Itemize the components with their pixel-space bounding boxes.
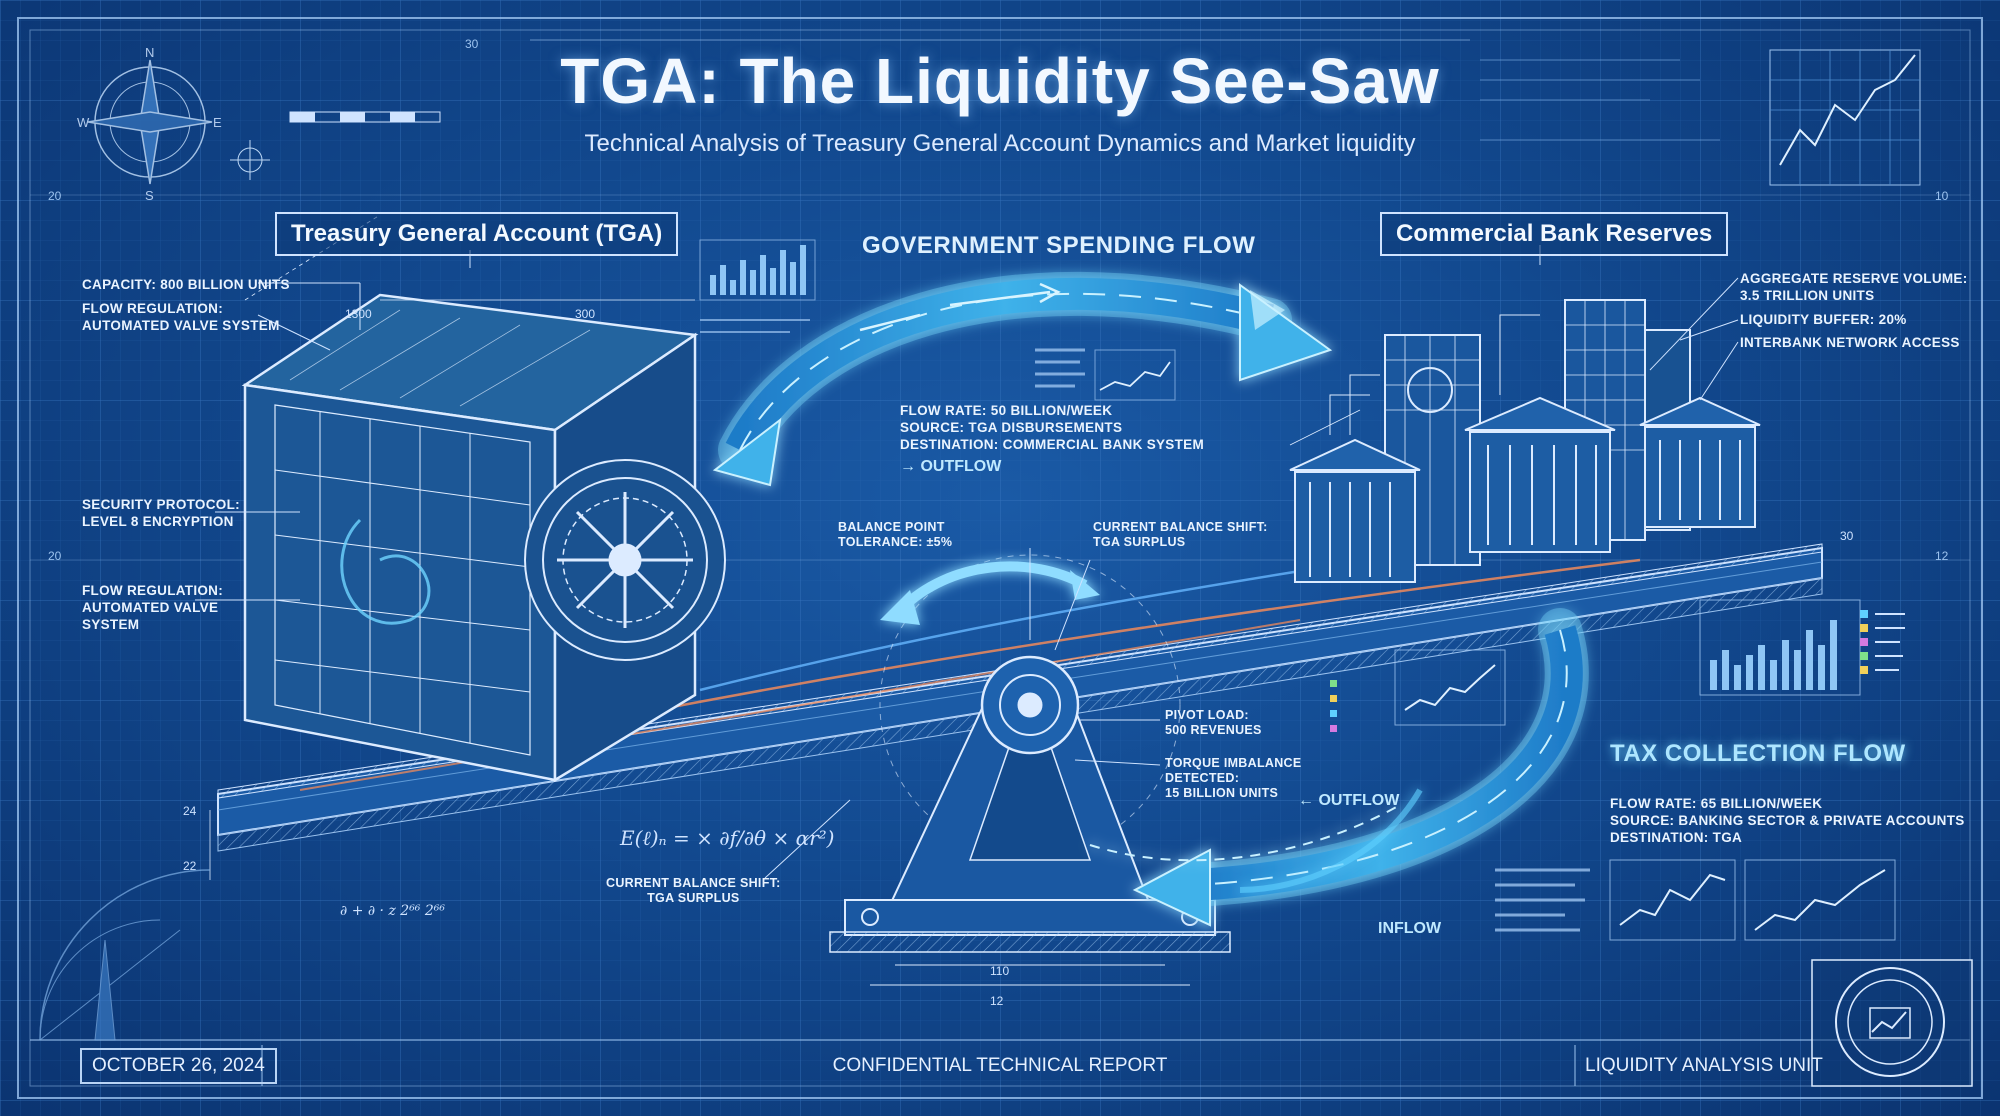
svg-text:E: E bbox=[213, 115, 222, 130]
balance-point-tolerance: TOLERANCE: ±5% bbox=[838, 535, 953, 549]
torque-imbalance-detected: DETECTED: bbox=[1165, 771, 1240, 785]
tax-collection-flow-arrow bbox=[1132, 608, 1589, 927]
tax-flow-source: SOURCE: BANKING SECTOR & PRIVATE ACCOUNT… bbox=[1610, 813, 1965, 828]
svg-text:10: 10 bbox=[1935, 189, 1949, 203]
tax-inflow-tag: INFLOW bbox=[1378, 920, 1442, 937]
seal-emblem-icon bbox=[1811, 959, 1973, 1087]
svg-text:20: 20 bbox=[48, 549, 62, 563]
tga-flow-regulation-2-value: AUTOMATED VALVE bbox=[82, 600, 219, 615]
government-spending-flow-arrow bbox=[712, 271, 1333, 487]
balance-shift-label: CURRENT BALANCE SHIFT: bbox=[1093, 520, 1268, 534]
bank-reserves-label: Commercial Bank Reserves bbox=[1380, 212, 1729, 256]
tga-flow-regulation: FLOW REGULATION: AUTOMATED VALVE SYSTEM bbox=[82, 300, 280, 334]
svg-text:24: 24 bbox=[183, 804, 197, 818]
svg-text:S: S bbox=[145, 188, 154, 203]
spending-flow-destination: DESTINATION: COMMERCIAL BANK SYSTEM bbox=[900, 437, 1204, 452]
bank-reserve-volume-value: 3.5 TRILLION UNITS bbox=[1740, 288, 1875, 303]
torque-imbalance-value: 15 BILLION UNITS bbox=[1165, 786, 1279, 800]
mini-bar-chart-top-center bbox=[699, 239, 816, 333]
torque-imbalance-note: TORQUE IMBALANCE DETECTED: 15 BILLION UN… bbox=[1165, 756, 1302, 801]
spending-outflow-tag: → OUTFLOW bbox=[900, 458, 1002, 475]
svg-text:22: 22 bbox=[183, 859, 197, 873]
spending-flow-rate: FLOW RATE: 50 BILLION/WEEK bbox=[900, 403, 1113, 418]
tax-flow-rate: FLOW RATE: 65 BILLION/WEEK bbox=[1610, 796, 1823, 811]
bank-liquidity-buffer: LIQUIDITY BUFFER: 20% bbox=[1740, 312, 1907, 327]
svg-text:12: 12 bbox=[1935, 549, 1949, 563]
edge-dimension-marks: 20 20 10 12 bbox=[48, 189, 1949, 563]
balance-shift-note-lower: CURRENT BALANCE SHIFT: TGA SURPLUS bbox=[606, 876, 781, 906]
mini-line-chart-center-right bbox=[1330, 649, 1506, 732]
inner-frame bbox=[29, 29, 1971, 1087]
balance-point-note: BALANCE POINT TOLERANCE: ±5% bbox=[838, 520, 952, 550]
small-spending-arrows bbox=[859, 282, 1061, 332]
tga-label: Treasury General Account (TGA) bbox=[275, 212, 679, 256]
bottom-left-protractor bbox=[39, 869, 211, 1041]
formula-sketch: E(ℓ)ₙ = × ∂f/∂θ × αr²) ∂ + ∂ · z 2⁶⁶ 2⁶⁶ bbox=[340, 826, 834, 919]
mini-bar-chart-right bbox=[1699, 599, 1861, 696]
pivot-load-value: 500 REVENUES bbox=[1165, 723, 1262, 737]
torque-imbalance-label: TORQUE IMBALANCE bbox=[1165, 756, 1302, 770]
vault-cube: 1300 300 24 22 bbox=[183, 214, 726, 880]
mini-line-chart-topright bbox=[1769, 49, 1921, 186]
fulcrum-pivot: 110 12 bbox=[829, 554, 1231, 1008]
pivot-load-note: PIVOT LOAD: 500 REVENUES bbox=[1165, 708, 1262, 738]
svg-text:110: 110 bbox=[990, 964, 1009, 978]
crosshair-icon bbox=[230, 140, 270, 180]
svg-text:12: 12 bbox=[990, 994, 1004, 1008]
page-subtitle: Technical Analysis of Treasury General A… bbox=[584, 130, 1416, 157]
svg-text:E(ℓ)ₙ = × ∂f/∂θ × αr²): E(ℓ)ₙ = × ∂f/∂θ × αr²) bbox=[619, 826, 834, 850]
footer-date: OCTOBER 26, 2024 bbox=[80, 1048, 277, 1084]
footer-unit: LIQUIDITY ANALYSIS UNIT bbox=[1585, 1055, 1823, 1076]
bank-interbank-access: INTERBANK NETWORK ACCESS bbox=[1740, 335, 1960, 350]
spending-flow-title: GOVERNMENT SPENDING FLOW bbox=[862, 232, 1256, 259]
tax-inflow-arrow-lower bbox=[1089, 788, 1423, 893]
spec-lines-topright bbox=[1480, 59, 1720, 141]
svg-text:300: 300 bbox=[575, 307, 595, 321]
spending-flow-details: FLOW RATE: 50 BILLION/WEEK SOURCE: TGA D… bbox=[900, 402, 1204, 453]
mini-line-chart-spending bbox=[1035, 348, 1176, 401]
tax-outflow-tag: ← OUTFLOW bbox=[1298, 792, 1400, 809]
tax-flow-title: TAX COLLECTION FLOW bbox=[1610, 740, 1906, 767]
tga-security-protocol: SECURITY PROTOCOL: LEVEL 8 ENCRYPTION bbox=[82, 496, 240, 530]
balance-shift-note: CURRENT BALANCE SHIFT: TGA SURPLUS bbox=[1093, 520, 1268, 550]
pivot-load-label: PIVOT LOAD: bbox=[1165, 708, 1249, 722]
compass-rose-icon: N S W E bbox=[77, 45, 222, 203]
bank-city-skyline: 30 bbox=[1289, 299, 1854, 583]
bank-reserve-volume-label: AGGREGATE RESERVE VOLUME: bbox=[1740, 271, 1968, 286]
outer-frame bbox=[17, 17, 1983, 1099]
pivot-leader-lines bbox=[764, 548, 1161, 879]
svg-text:20: 20 bbox=[48, 189, 62, 203]
balance-shift-lower-label: CURRENT BALANCE SHIFT: bbox=[606, 876, 781, 890]
tga-capacity: CAPACITY: 800 BILLION UNITS bbox=[82, 277, 290, 292]
scale-bar bbox=[289, 111, 441, 123]
svg-text:1300: 1300 bbox=[345, 307, 372, 321]
tga-flow-regulation-value: AUTOMATED VALVE SYSTEM bbox=[82, 318, 280, 333]
tga-security-label: SECURITY PROTOCOL: bbox=[82, 497, 240, 512]
tga-flow-regulation-2-label: FLOW REGULATION: bbox=[82, 583, 224, 598]
tga-flow-regulation-label: FLOW REGULATION: bbox=[82, 301, 224, 316]
page-title: TGA: The Liquidity See-Saw bbox=[560, 45, 1440, 117]
bank-reserve-volume: AGGREGATE RESERVE VOLUME: 3.5 TRILLION U… bbox=[1740, 270, 1968, 304]
tga-flow-regulation-2: FLOW REGULATION: AUTOMATED VALVE SYSTEM bbox=[82, 582, 223, 633]
mini-line-charts-bottom-right bbox=[1495, 859, 1896, 941]
footer-confidential: CONFIDENTIAL TECHNICAL REPORT bbox=[832, 1055, 1168, 1076]
footer-dividers bbox=[261, 1045, 1576, 1086]
vault-leader-lines bbox=[195, 250, 471, 601]
balance-shift-lower-value: TGA SURPLUS bbox=[647, 891, 740, 905]
balance-point-label: BALANCE POINT bbox=[838, 520, 945, 534]
spending-flow-source: SOURCE: TGA DISBURSEMENTS bbox=[900, 420, 1123, 435]
tax-flow-destination: DESTINATION: TGA bbox=[1610, 830, 1743, 845]
tax-flow-details: FLOW RATE: 65 BILLION/WEEK SOURCE: BANKI… bbox=[1610, 795, 1965, 846]
tga-security-value: LEVEL 8 ENCRYPTION bbox=[82, 514, 234, 529]
mini-legend-right bbox=[1860, 610, 1905, 674]
svg-text:N: N bbox=[145, 45, 154, 60]
top-dimension-mark: 30 bbox=[465, 37, 479, 51]
svg-text:W: W bbox=[77, 115, 90, 130]
balance-shift-value: TGA SURPLUS bbox=[1093, 535, 1186, 549]
tga-flow-regulation-2-value-cont: SYSTEM bbox=[82, 617, 140, 632]
svg-text:∂ + ∂ · z 2⁶⁶ 2⁶⁶: ∂ + ∂ · z 2⁶⁶ 2⁶⁶ bbox=[340, 903, 445, 919]
svg-text:30: 30 bbox=[1840, 529, 1854, 543]
